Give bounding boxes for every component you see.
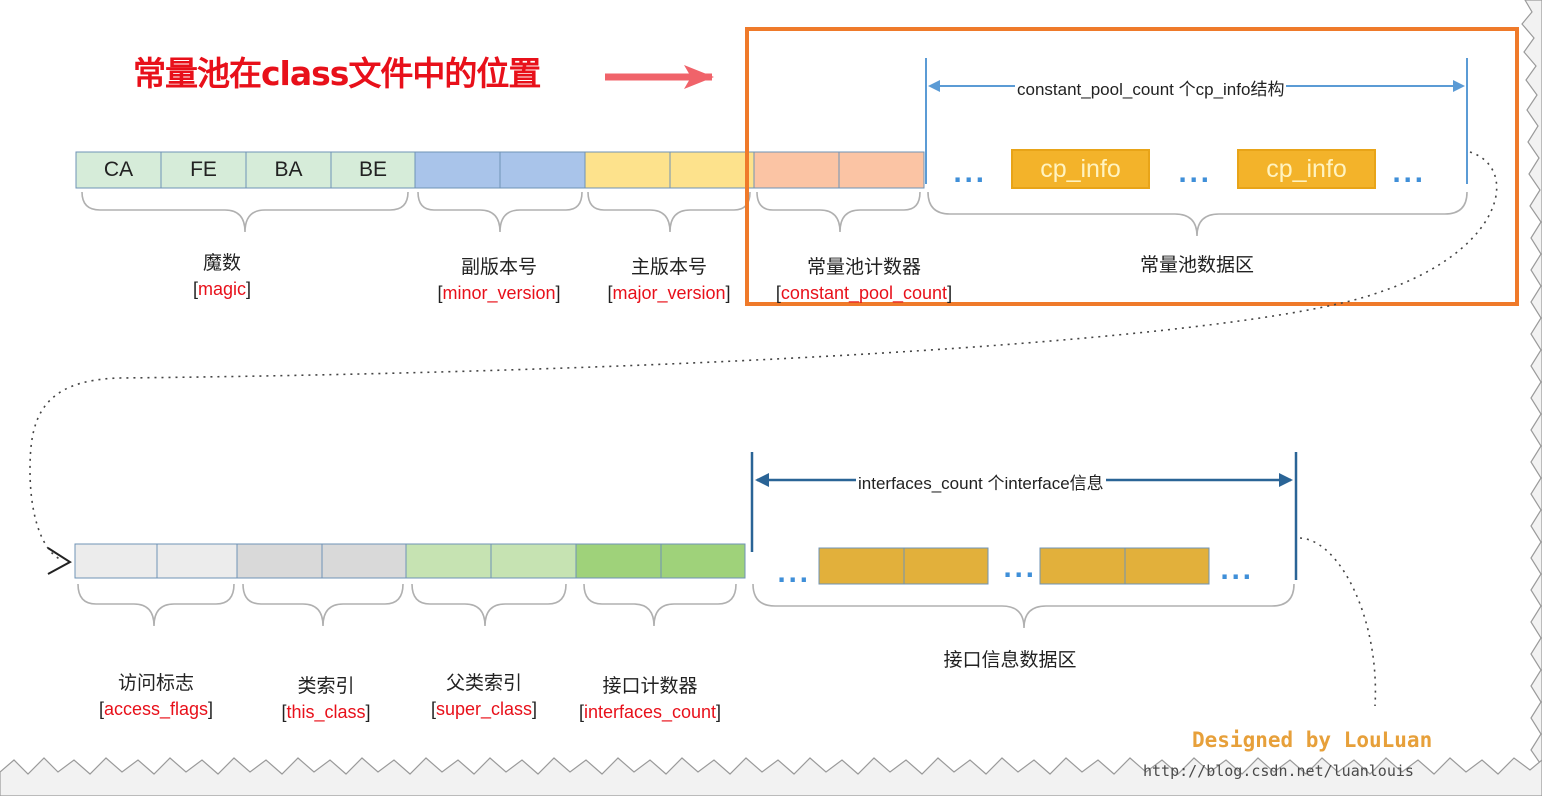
label-minor-version: 副版本号 [minor_version] [437, 256, 561, 303]
row2-bytes [74, 543, 746, 579]
label-this-class: 类索引 [this_class] [281, 675, 371, 722]
cp-info-box-2: cp_info [1237, 149, 1376, 189]
cp-ellipsis-3: ... [1392, 160, 1426, 188]
if-ellipsis-1: ... [777, 560, 811, 588]
magic-byte-1: CA [103, 158, 134, 181]
magic-byte-3: BA [274, 158, 303, 181]
row-connector [29, 151, 1498, 561]
cp-span-label: constant_pool_count 个cp_info结构 [1015, 75, 1287, 100]
label-major-zh: 主版本号 [630, 256, 708, 278]
label-this-en: this_class [286, 702, 366, 722]
label-access-flags: 访问标志 [access_flags] [98, 672, 214, 719]
magic-byte-2: FE [190, 158, 217, 181]
label-minor-zh: 副版本号 [460, 256, 538, 278]
if-span-label: interfaces_count 个interface信息 [856, 469, 1106, 494]
row-connector-head [47, 547, 72, 575]
label-access-en: access_flags [103, 699, 209, 719]
row2-tail-connector [1299, 537, 1377, 707]
torn-edge-bottom [0, 757, 1542, 796]
label-super-zh: 父类索引 [445, 672, 523, 694]
blog-url[interactable]: http://blog.csdn.net/luanlouis [1143, 762, 1414, 780]
label-super-en: super_class [435, 699, 533, 719]
label-constant-pool-data: 常量池数据区 [1140, 250, 1254, 277]
label-magic: 魔数 [magic] [192, 252, 252, 299]
label-access-zh: 访问标志 [117, 672, 194, 694]
if-ellipsis-3: ... [1220, 557, 1254, 585]
row1-bytes [75, 151, 925, 189]
label-cpcount-en: constant_pool_count [780, 283, 948, 303]
label-ifcount-zh: 接口计数器 [602, 675, 698, 697]
label-cpdata-zh: 常量池数据区 [1139, 254, 1255, 276]
if-ellipsis-2: ... [1003, 555, 1037, 583]
torn-edge-right [1521, 0, 1542, 768]
label-interface-data: 接口信息数据区 [943, 645, 1076, 672]
page-title: 常量池在class文件中的位置 [133, 54, 541, 93]
label-magic-zh: 魔数 [202, 252, 242, 274]
row2-braces [77, 583, 1295, 629]
label-ifcount-en: interfaces_count [583, 702, 717, 722]
label-super-class: 父类索引 [super_class] [430, 672, 538, 719]
label-cpcount-zh: 常量池计数器 [806, 256, 922, 278]
magic-byte-4: BE [358, 158, 387, 181]
label-major-en: major_version [612, 283, 726, 303]
cp-ellipsis-2: ... [1178, 160, 1212, 188]
label-major-version: 主版本号 [major_version] [607, 256, 731, 303]
cp-ellipsis-1: ... [953, 160, 987, 188]
cp-info-box-1: cp_info [1011, 149, 1150, 189]
row1-braces [81, 191, 1468, 237]
constant-pool-highlight [745, 27, 1519, 306]
label-magic-en: magic [197, 279, 247, 299]
label-interfaces-count: 接口计数器 [interfaces_count] [578, 675, 722, 722]
label-this-zh: 类索引 [297, 675, 355, 697]
label-minor-en: minor_version [442, 283, 556, 303]
label-constant-pool-count: 常量池计数器 [constant_pool_count] [775, 256, 953, 303]
designer-credit: Designed by LouLuan [1192, 728, 1433, 752]
interface-items [818, 547, 1210, 585]
label-ifdata-zh: 接口信息数据区 [943, 649, 1077, 671]
